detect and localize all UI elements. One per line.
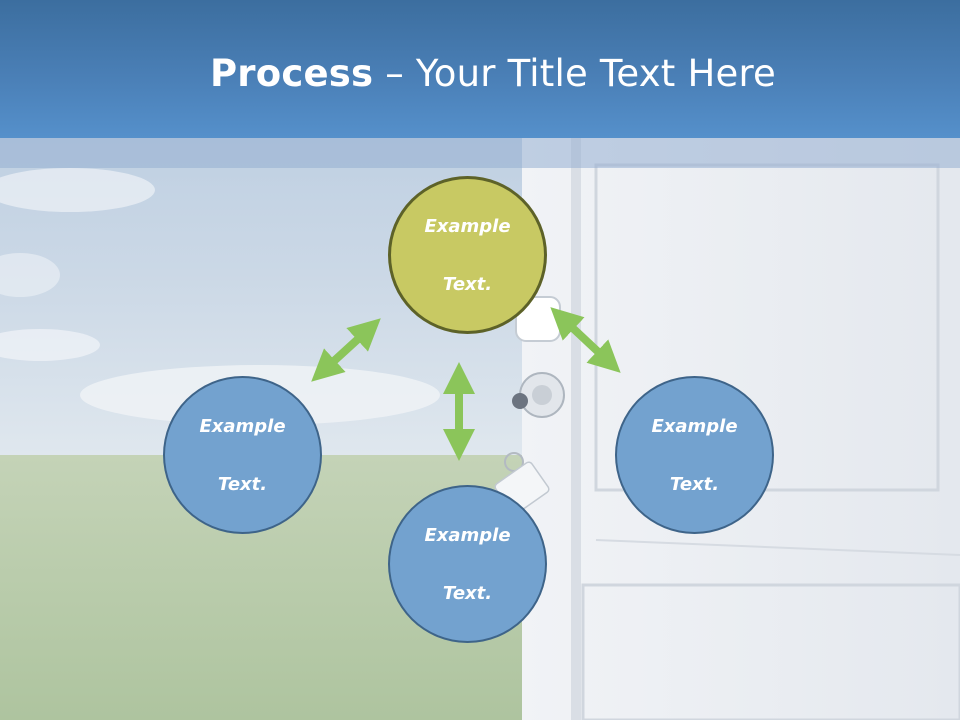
node-right-line1: Example: [651, 415, 738, 437]
title-bar: [0, 0, 960, 138]
node-right-line2: Text.: [669, 473, 720, 495]
node-left-line1: Example: [199, 415, 286, 437]
node-top-line1: Example: [424, 215, 511, 237]
node-bottom-line2: Text.: [442, 582, 493, 604]
node-left-line2: Text.: [217, 473, 268, 495]
title-band: [0, 138, 960, 168]
title-rest: – Your Title Text Here: [373, 52, 777, 95]
open-door: [494, 138, 960, 720]
node-top-line2: Text.: [442, 273, 493, 295]
title-bold: Process: [209, 52, 374, 95]
node-bottom-line1: Example: [424, 524, 511, 546]
slide-title: Process – Your Title Text Here: [0, 52, 960, 95]
